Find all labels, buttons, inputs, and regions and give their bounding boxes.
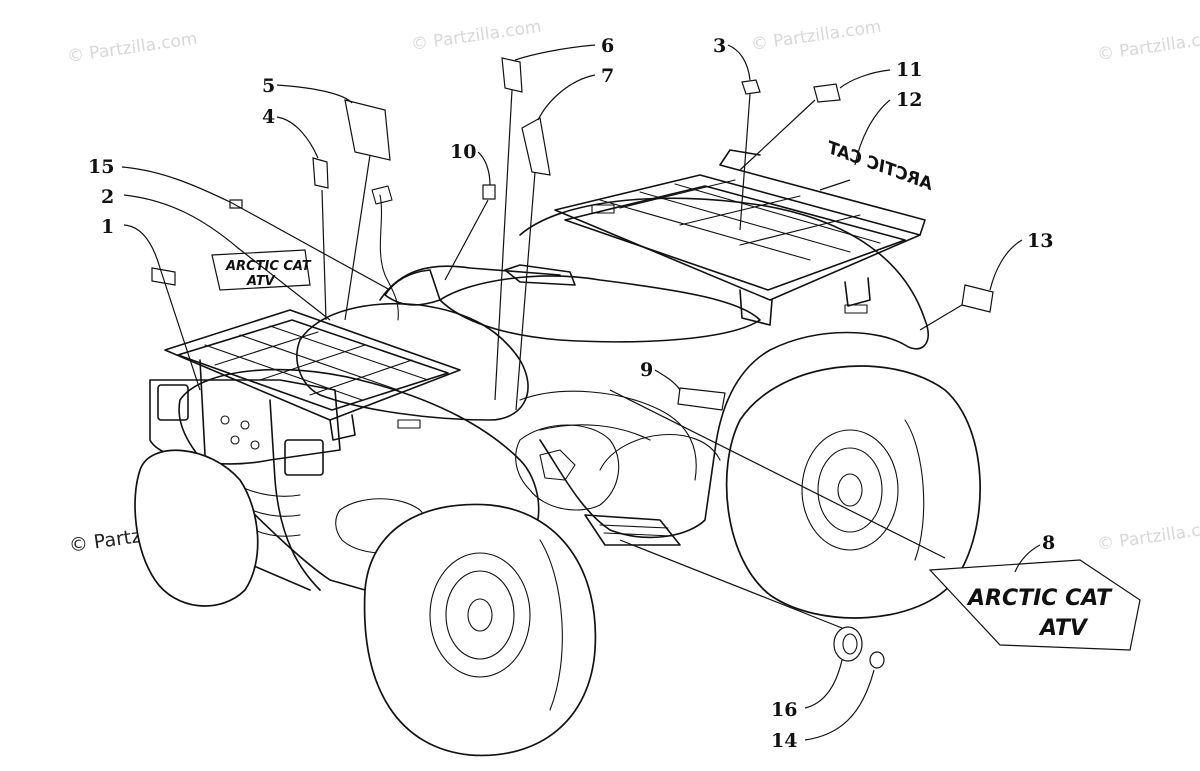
decal-4 [312,157,329,189]
callout-11: 11 [896,59,922,81]
callout-labels: 1 2 3 4 5 6 7 8 9 10 11 12 13 14 15 16 [88,35,1055,752]
atv-illustration [134,149,981,757]
part-16-emblem [833,626,863,662]
callout-15: 15 [88,156,114,178]
atv-body [178,185,930,591]
decal-8-line1: ARCTIC CAT [966,586,1113,611]
front-right-wheel [363,503,597,757]
callout-1: 1 [101,216,114,238]
callout-13: 13 [1027,230,1053,252]
callout-9: 9 [640,359,653,381]
leader-lines [121,44,1041,741]
decal-2-brand: ARCTIC CAT ATV [211,249,312,291]
front-rack [164,309,461,441]
rear-left-wheel-edge [599,433,721,471]
decal-1 [151,267,176,286]
callout-14: 14 [771,730,797,752]
watermark: © Partzilla.com [410,17,543,55]
callout-6: 6 [601,35,614,57]
callout-2: 2 [101,186,114,208]
decal-5 [344,99,391,161]
decal-13 [961,284,994,313]
callout-4: 4 [262,106,275,128]
decal-7 [521,117,551,176]
decal-6 [501,57,523,93]
decal-11 [813,83,841,103]
decal-8-brand: ARCTIC CAT ATV [928,559,1141,651]
callout-7: 7 [601,65,614,87]
decal-2-line1: ARCTIC CAT [225,259,312,274]
decal-12-rear: ARCTIC CAT [823,138,937,196]
callout-10: 10 [450,141,476,163]
decal-15 [229,199,243,209]
decal-12-text: ARCTIC CAT [823,138,937,196]
decal-9 [677,387,726,411]
callout-16: 16 [771,699,797,721]
callout-5: 5 [262,75,275,97]
front-left-wheel [134,449,259,607]
watermark: © Partzilla.com [1096,517,1200,555]
decal-8-line2: ATV [1038,616,1089,641]
rear-rack [554,149,926,326]
decal-3 [741,79,761,95]
callout-12: 12 [896,89,922,111]
watermark: © Partzilla.com [1096,27,1200,65]
part-14-disc [869,651,885,669]
callout-8: 8 [1042,532,1055,554]
decal-2-line2: ATV [246,274,276,289]
watermark: © Partzilla.com [750,17,883,55]
callout-3: 3 [713,35,726,57]
watermark: © Partzilla.com [66,29,199,67]
decal-10 [482,184,496,200]
